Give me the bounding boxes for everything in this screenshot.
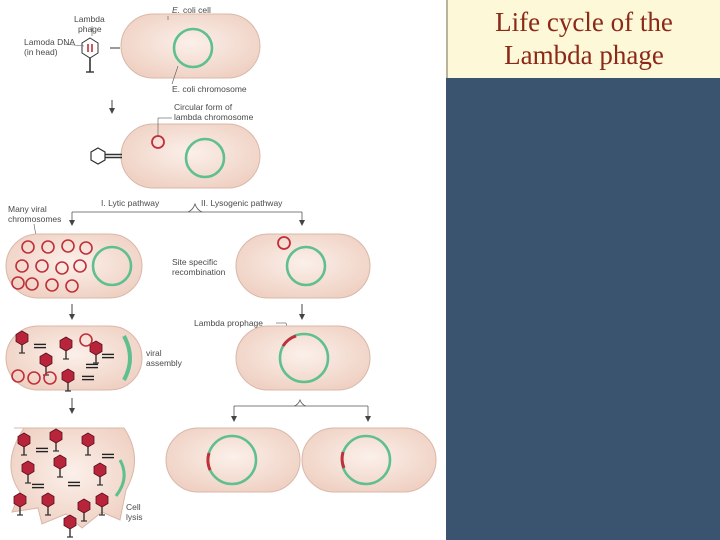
step-circularization xyxy=(90,117,261,189)
label-cell: Cell xyxy=(126,502,141,512)
lysogen-daughter-cell-1 xyxy=(165,427,301,493)
step-infection xyxy=(63,13,261,85)
label-ecoli-cell: coli cell xyxy=(183,5,211,15)
label-site-specific: Site specific xyxy=(172,257,218,267)
label-ecoli-prefix: E. xyxy=(172,5,180,15)
host-chromosome xyxy=(172,27,214,69)
label-ecoli-chromosome: E. coli chromosome xyxy=(172,84,247,94)
label-lambda-phage: Lambda xyxy=(74,14,105,24)
label-lysogenic-pathway: II. Lysogenic pathway xyxy=(201,198,283,208)
slide-title: Life cycle of the Lambda phage xyxy=(448,6,720,72)
lysogen-daughter-cell-2 xyxy=(301,427,437,493)
label-lambda-dna: Lamoda DNA xyxy=(24,37,75,47)
label-viral: viral xyxy=(146,348,162,358)
side-panel: Life cycle of the Lambda phage xyxy=(446,0,720,540)
lysogenic-integration-cell xyxy=(235,233,371,299)
host-chromosome xyxy=(184,137,226,179)
label-lytic-pathway: I. Lytic pathway xyxy=(101,198,160,208)
viral-assembly-cell xyxy=(5,325,143,392)
ecoli-cell xyxy=(120,123,261,189)
label-assembly: assembly xyxy=(146,358,183,368)
label-lysis: lysis xyxy=(126,512,143,522)
title-line-2: Lambda phage xyxy=(504,40,664,70)
label-recombination: recombination xyxy=(172,267,226,277)
lambda-phage xyxy=(81,37,99,73)
label-circular-form-2: lambda chromosome xyxy=(174,112,254,122)
label-many-viral-2: chromosomes xyxy=(8,214,61,224)
lambda-prophage-cell xyxy=(235,325,371,391)
title-box: Life cycle of the Lambda phage xyxy=(446,0,720,78)
label-many-viral: Many viral xyxy=(8,204,47,214)
cell-lysis xyxy=(10,427,135,538)
prophage-division-branch xyxy=(231,398,371,422)
diagram-canvas: Lambda phage E. coli cell Lamoda DNA (in… xyxy=(5,5,437,538)
branch-pathways xyxy=(69,202,305,226)
label-circular-form: Circular form of xyxy=(174,102,233,112)
ecoli-cell xyxy=(120,13,261,79)
title-line-1: Life cycle of the xyxy=(495,7,673,37)
label-lambda-prophage: Lambda prophage xyxy=(194,318,263,328)
lambda-lifecycle-diagram: Lambda phage E. coli cell Lamoda DNA (in… xyxy=(5,5,437,538)
empty-phage xyxy=(90,147,122,165)
label-lambda-dna-2: (in head) xyxy=(24,47,58,57)
label-lambda-phage-2: phage xyxy=(78,24,102,34)
lytic-replication-cell xyxy=(5,233,143,299)
